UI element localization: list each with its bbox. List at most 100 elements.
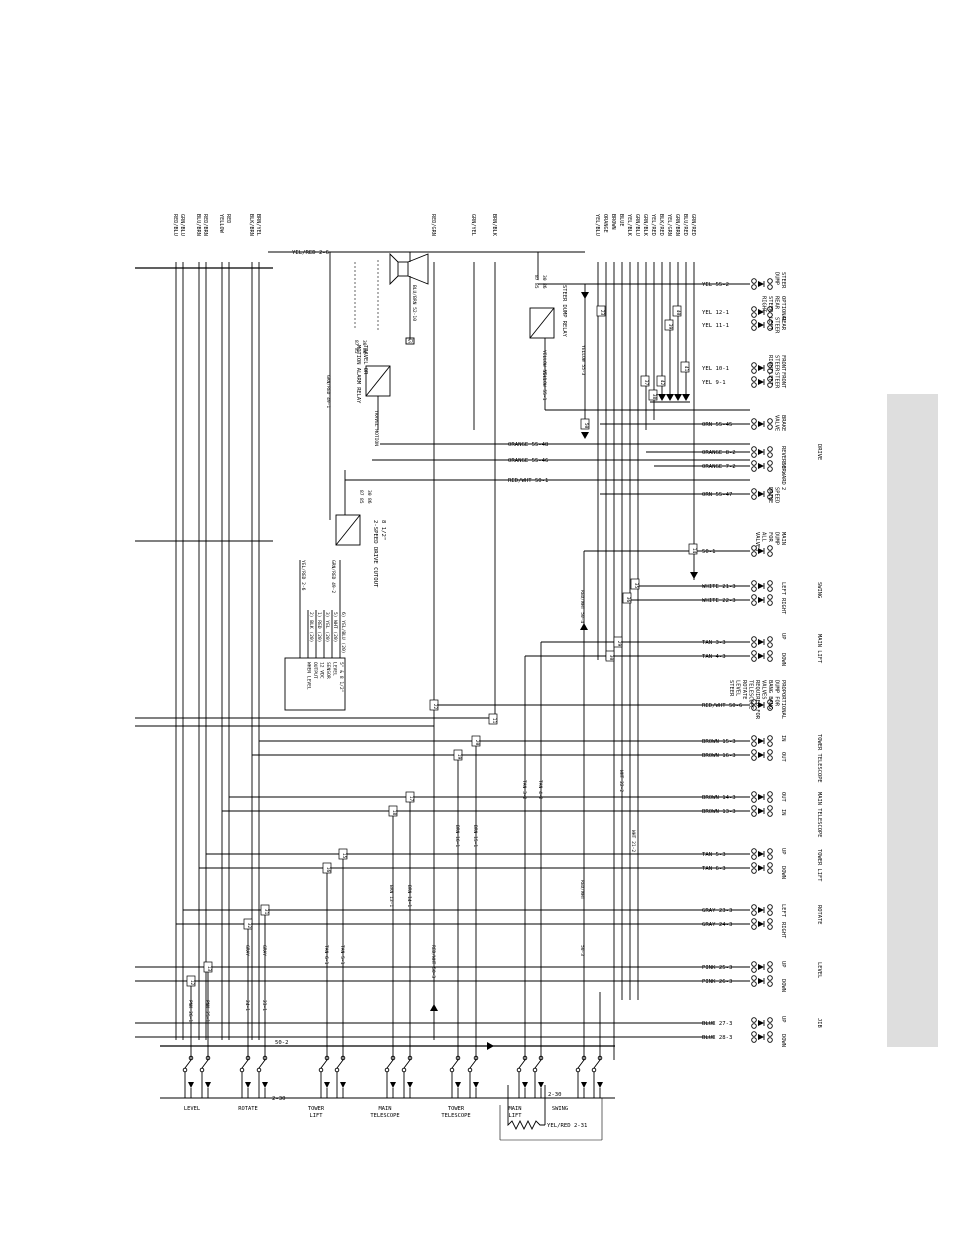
right-wire-label: BROWN 14-3 bbox=[702, 795, 736, 801]
terminal-block: 31 bbox=[260, 904, 270, 916]
joystick-switch-icon bbox=[334, 1055, 346, 1098]
joystick-switch-icon bbox=[199, 1055, 211, 1098]
solenoid-icon bbox=[751, 904, 773, 916]
relay-wire-label: TRAVEL MOTION bbox=[373, 410, 379, 446]
right-wire-label: RED/WHT 50-6 bbox=[702, 703, 742, 709]
top-wire-label: ORANGE bbox=[602, 214, 608, 233]
valve-caption: STEER bbox=[774, 317, 780, 334]
solenoid-icon bbox=[751, 1031, 773, 1043]
alarm-ref-number: 57 bbox=[408, 339, 414, 345]
solenoid-icon bbox=[751, 961, 773, 973]
group-caption: LEVEL bbox=[816, 962, 822, 978]
valve-caption: FRONT bbox=[780, 372, 786, 389]
valve-caption: LEFT bbox=[767, 372, 773, 386]
joystick-switch-icon bbox=[256, 1055, 268, 1098]
mid-wire-label: ORANGE 55-48 bbox=[508, 442, 549, 448]
vertical-wire-label: TAN 4-2 bbox=[537, 780, 543, 800]
top-wire-label: BLU/BRN bbox=[195, 214, 201, 236]
valve-caption: VALVES bbox=[754, 532, 760, 551]
vertical-wire-label: BRN 16-1 bbox=[454, 825, 460, 847]
top-wire-label: GRN/BLU bbox=[634, 214, 640, 236]
relay-label: STEER DUMP RELAY bbox=[561, 285, 567, 338]
right-wire-label: BROWN 16-3 bbox=[702, 753, 736, 759]
terminal-block: 36 bbox=[622, 592, 632, 604]
sensor-pin-label: 3) YEL (20) bbox=[324, 612, 330, 642]
valve-caption: OPTIONAL bbox=[780, 296, 786, 322]
sensor-pin-label: 6) YEL/BLU (20) bbox=[340, 612, 346, 654]
solenoid-icon bbox=[751, 488, 773, 500]
vertical-wire-label: YELLOW 55-1 bbox=[541, 370, 547, 401]
ground-label: 2-30 bbox=[272, 1096, 285, 1102]
valve-caption: VALVES bbox=[761, 680, 767, 699]
right-wire-label: PINK 25-3 bbox=[702, 965, 732, 971]
relay-pin-label: 30 bbox=[361, 340, 367, 346]
joystick-switch-icon bbox=[239, 1055, 251, 1098]
wiring-lines bbox=[135, 251, 750, 1141]
top-wire-label: BLK/BRN bbox=[248, 214, 254, 236]
group-caption: MAIN LIFT bbox=[816, 634, 822, 664]
sensor-label: 12 VDC bbox=[319, 662, 325, 679]
solenoid-icon bbox=[751, 319, 773, 331]
sensor-label: 5" & 8 1/2" bbox=[338, 662, 344, 692]
top-wire-label: BLK/RED bbox=[658, 214, 664, 236]
joystick-switch-icon bbox=[516, 1055, 528, 1098]
top-wire-label: BLUE bbox=[618, 214, 624, 227]
relay-label: TRAVEL OR bbox=[362, 345, 368, 375]
valve-caption: UP bbox=[780, 848, 786, 855]
valve-caption: BRAKE bbox=[780, 415, 786, 431]
right-wire-label: WHITE 21-3 bbox=[702, 584, 736, 590]
right-wire-label: ORANGE 7-2 bbox=[702, 464, 736, 470]
valve-caption: UP bbox=[780, 961, 786, 968]
joystick-switch-icon bbox=[401, 1055, 413, 1098]
solenoid-icon bbox=[751, 805, 773, 817]
solenoid-icon bbox=[751, 594, 773, 606]
terminal-block: 30 bbox=[605, 650, 615, 662]
alarm-horn-icon bbox=[389, 252, 429, 286]
bottom-function-label: TELESCOPE bbox=[441, 1113, 470, 1119]
right-wire-label: TAN 4-3 bbox=[702, 654, 726, 660]
terminal-block: 18 bbox=[388, 805, 398, 817]
valve-caption: FORWARD bbox=[780, 462, 786, 485]
vertical-wire-label: 23-1 bbox=[261, 1000, 267, 1011]
sensor-label: WHEN LEVEL bbox=[306, 662, 312, 690]
solenoid-icon bbox=[751, 418, 773, 430]
sensor-label: OUTPUT bbox=[312, 662, 318, 679]
steer-dump-relay-coil bbox=[529, 307, 555, 339]
top-wire-label: BROWN bbox=[610, 214, 616, 230]
right-wire-label: BROWN 15-3 bbox=[702, 739, 736, 745]
joystick-switch-icon bbox=[467, 1055, 479, 1098]
valve-caption: REAR bbox=[774, 296, 780, 310]
valve-caption: BANG BANG bbox=[767, 680, 773, 709]
terminal-block: 16 bbox=[322, 862, 332, 874]
sensor-feed-label: YEL/RED 2-6 bbox=[300, 560, 306, 591]
vertical-wire-label: BRN 13-1 bbox=[388, 885, 394, 907]
terminal-number: 41 bbox=[683, 366, 689, 372]
top-wire-label: YEL/RED bbox=[650, 214, 656, 236]
alarm-wire-label: BLU/BRN 52-10 bbox=[411, 285, 417, 321]
terminal-number: 20 bbox=[474, 740, 480, 746]
mid-wire-label: RED/WHT 50-1 bbox=[508, 478, 548, 484]
valve-caption: FRONT bbox=[780, 355, 786, 372]
group-caption: TOWER LIFT bbox=[816, 849, 822, 882]
valve-caption: UP bbox=[780, 633, 786, 640]
sensor-pin-label: 5) WHT (20) bbox=[332, 612, 338, 642]
terminal-block: 19 bbox=[453, 749, 463, 761]
bottom-function-label: MAIN bbox=[509, 1106, 522, 1112]
terminal-number: 40 bbox=[675, 310, 681, 316]
relay-wire-label: GRN/RED 49-2 bbox=[330, 560, 336, 593]
solenoid-icon bbox=[751, 699, 773, 711]
valve-caption: VALVE bbox=[774, 415, 780, 431]
top-wire-label: GRN/BRN bbox=[674, 214, 680, 236]
top-wire-label: BLU/RED bbox=[682, 214, 688, 236]
relay-pin-label: 87 bbox=[353, 340, 359, 346]
solenoid-icon bbox=[751, 278, 773, 290]
bottom-function-label: LIFT bbox=[310, 1113, 324, 1119]
valve-caption: MAIN bbox=[780, 532, 786, 545]
valve-caption: DUMP bbox=[774, 272, 780, 285]
joystick-switch-icon bbox=[449, 1055, 461, 1098]
top-wire-label: GRN/BLU bbox=[179, 214, 185, 236]
valve-caption: REQUIRED FOR bbox=[754, 680, 760, 720]
vertical-wire-label: 50-3 bbox=[579, 945, 585, 956]
